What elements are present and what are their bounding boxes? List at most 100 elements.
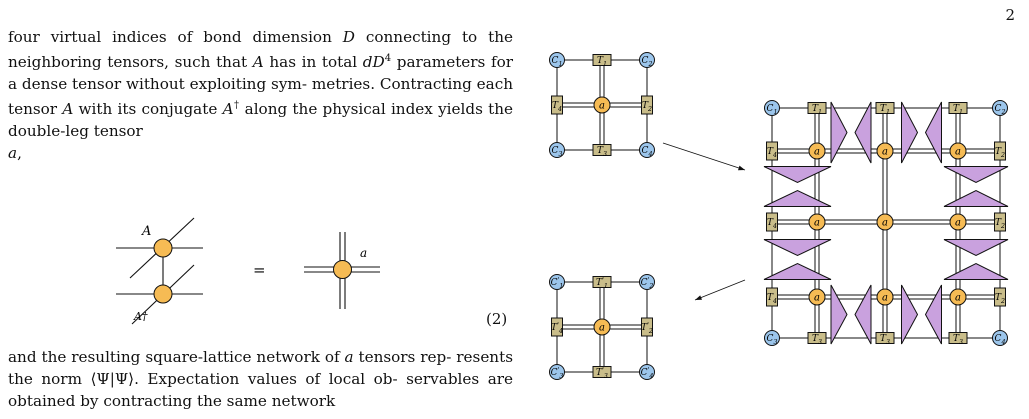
corner-tensor-C4 <box>639 142 655 158</box>
arrow-line <box>694 279 746 301</box>
site-tensor-a <box>949 142 967 160</box>
projector-triangle <box>924 101 942 164</box>
arrow-head <box>738 165 745 171</box>
site-tensor-a <box>876 142 894 160</box>
edge-tensor-T3p <box>592 366 612 378</box>
site-label: a <box>599 323 605 334</box>
edge-label: T'2 <box>641 321 653 335</box>
site-label: a <box>814 147 820 158</box>
projector-triangle <box>943 239 1009 257</box>
edge-tensor-T2 <box>994 141 1006 161</box>
edge-label: T'4 <box>551 321 563 335</box>
site-tensor-a <box>593 96 611 114</box>
edge-label: T4 <box>767 293 777 305</box>
text: and the resulting square-lattice network… <box>8 348 345 366</box>
edge-label: T2 <box>642 101 652 113</box>
math-A: A <box>252 53 264 72</box>
corner-label: C1 <box>552 56 563 68</box>
text: four virtual indices of bond dimension <box>8 28 343 46</box>
edge-label: T4 <box>552 101 562 113</box>
projector-triangle <box>901 101 919 164</box>
corner-tensor-C2p <box>639 274 655 290</box>
math-A: A <box>62 100 74 119</box>
paragraph-bottom: and the resulting square-lattice network… <box>8 346 513 412</box>
text: , <box>17 144 22 163</box>
edge-tensor-T4 <box>766 141 778 161</box>
edge-tensor-T3 <box>592 144 612 156</box>
edge-label: T'3 <box>596 366 608 380</box>
corner-tensor-C3p <box>549 364 565 380</box>
site-label: a <box>955 218 961 229</box>
edge-tensor-T4p <box>551 317 563 337</box>
tensor-a-node <box>333 260 352 279</box>
site-label: a <box>882 293 888 304</box>
site-tensor-a <box>808 213 826 231</box>
edge-tensor-T1 <box>948 102 968 114</box>
paragraph-top: four virtual indices of bond dimension D… <box>8 26 513 164</box>
site-label: a <box>599 101 605 112</box>
edge-label: T3 <box>880 334 890 346</box>
label-A-dagger: A† <box>133 310 148 323</box>
math-A: A <box>222 100 234 119</box>
projector-triangle <box>763 189 832 207</box>
projector-triangle <box>943 262 1009 280</box>
text: the neighboring tensors, such that <box>8 28 513 72</box>
edge-tensor-T2p <box>641 317 653 337</box>
corner-label: C'2 <box>641 276 654 290</box>
label-A: A <box>141 224 151 239</box>
text: has in total <box>263 53 363 72</box>
edge-tensor-T4 <box>766 212 778 232</box>
edge-label: T4 <box>767 147 777 159</box>
tensor-A-node <box>153 238 173 258</box>
corner-label: C2 <box>642 56 653 68</box>
math-D: D <box>342 28 355 46</box>
site-label: a <box>814 293 820 304</box>
corner-label: C1 <box>767 104 778 116</box>
edge-tensor-T1 <box>875 102 895 114</box>
corner-tensor-C1 <box>764 100 780 116</box>
edge-tensor-T4 <box>766 287 778 307</box>
projector-triangle <box>901 284 919 345</box>
corner-label: C'1 <box>551 276 564 290</box>
text: parameters for a dense tensor without ex… <box>8 53 514 94</box>
corner-label: C4 <box>642 146 653 158</box>
site-tensor-a <box>876 288 894 306</box>
projector-triangle <box>763 262 832 280</box>
text: connecting to <box>354 28 478 46</box>
arrow-head <box>695 295 702 300</box>
equation-diagram: A A† = a <box>116 217 380 325</box>
corner-tensor-C4p <box>639 364 655 380</box>
corner-label: C2 <box>995 104 1006 116</box>
corner-tensor-C1 <box>549 52 565 68</box>
edge-label: T1 <box>953 104 963 116</box>
edge-label: T3 <box>953 334 963 346</box>
edge-label: T2 <box>995 147 1005 159</box>
math-exp: 4 <box>384 53 392 64</box>
edge-label: T1 <box>597 56 607 68</box>
edge-tensor-T1 <box>807 102 827 114</box>
corner-label: C'3 <box>551 366 564 380</box>
arrow-line <box>662 142 746 171</box>
edge-tensor-T1p <box>592 276 612 288</box>
edge-tensor-T4 <box>551 95 563 115</box>
edge-tensor-T3 <box>807 332 827 344</box>
text: tensors rep- <box>353 348 452 366</box>
site-tensor-a <box>876 213 894 231</box>
projector-triangle <box>854 101 872 164</box>
edge-tensor-T1 <box>592 54 612 66</box>
site-tensor-a <box>593 318 611 336</box>
site-label: a <box>882 147 888 158</box>
edge-label: T2 <box>995 293 1005 305</box>
edge-tensor-T2 <box>641 95 653 115</box>
edge-label: T3 <box>812 334 822 346</box>
edge-label: T3 <box>597 146 607 158</box>
tensor-A-dagger-node <box>153 284 173 304</box>
text: along the physical index yields the doub… <box>8 100 514 141</box>
text: metries. Contracting each tensor <box>8 75 514 119</box>
edge-label: T1 <box>812 104 822 116</box>
corner-tensor-C2 <box>992 100 1008 116</box>
site-label: a <box>955 293 961 304</box>
site-label: a <box>955 147 961 158</box>
corner-label: C3 <box>767 334 778 346</box>
edge-label: T4 <box>767 218 777 230</box>
